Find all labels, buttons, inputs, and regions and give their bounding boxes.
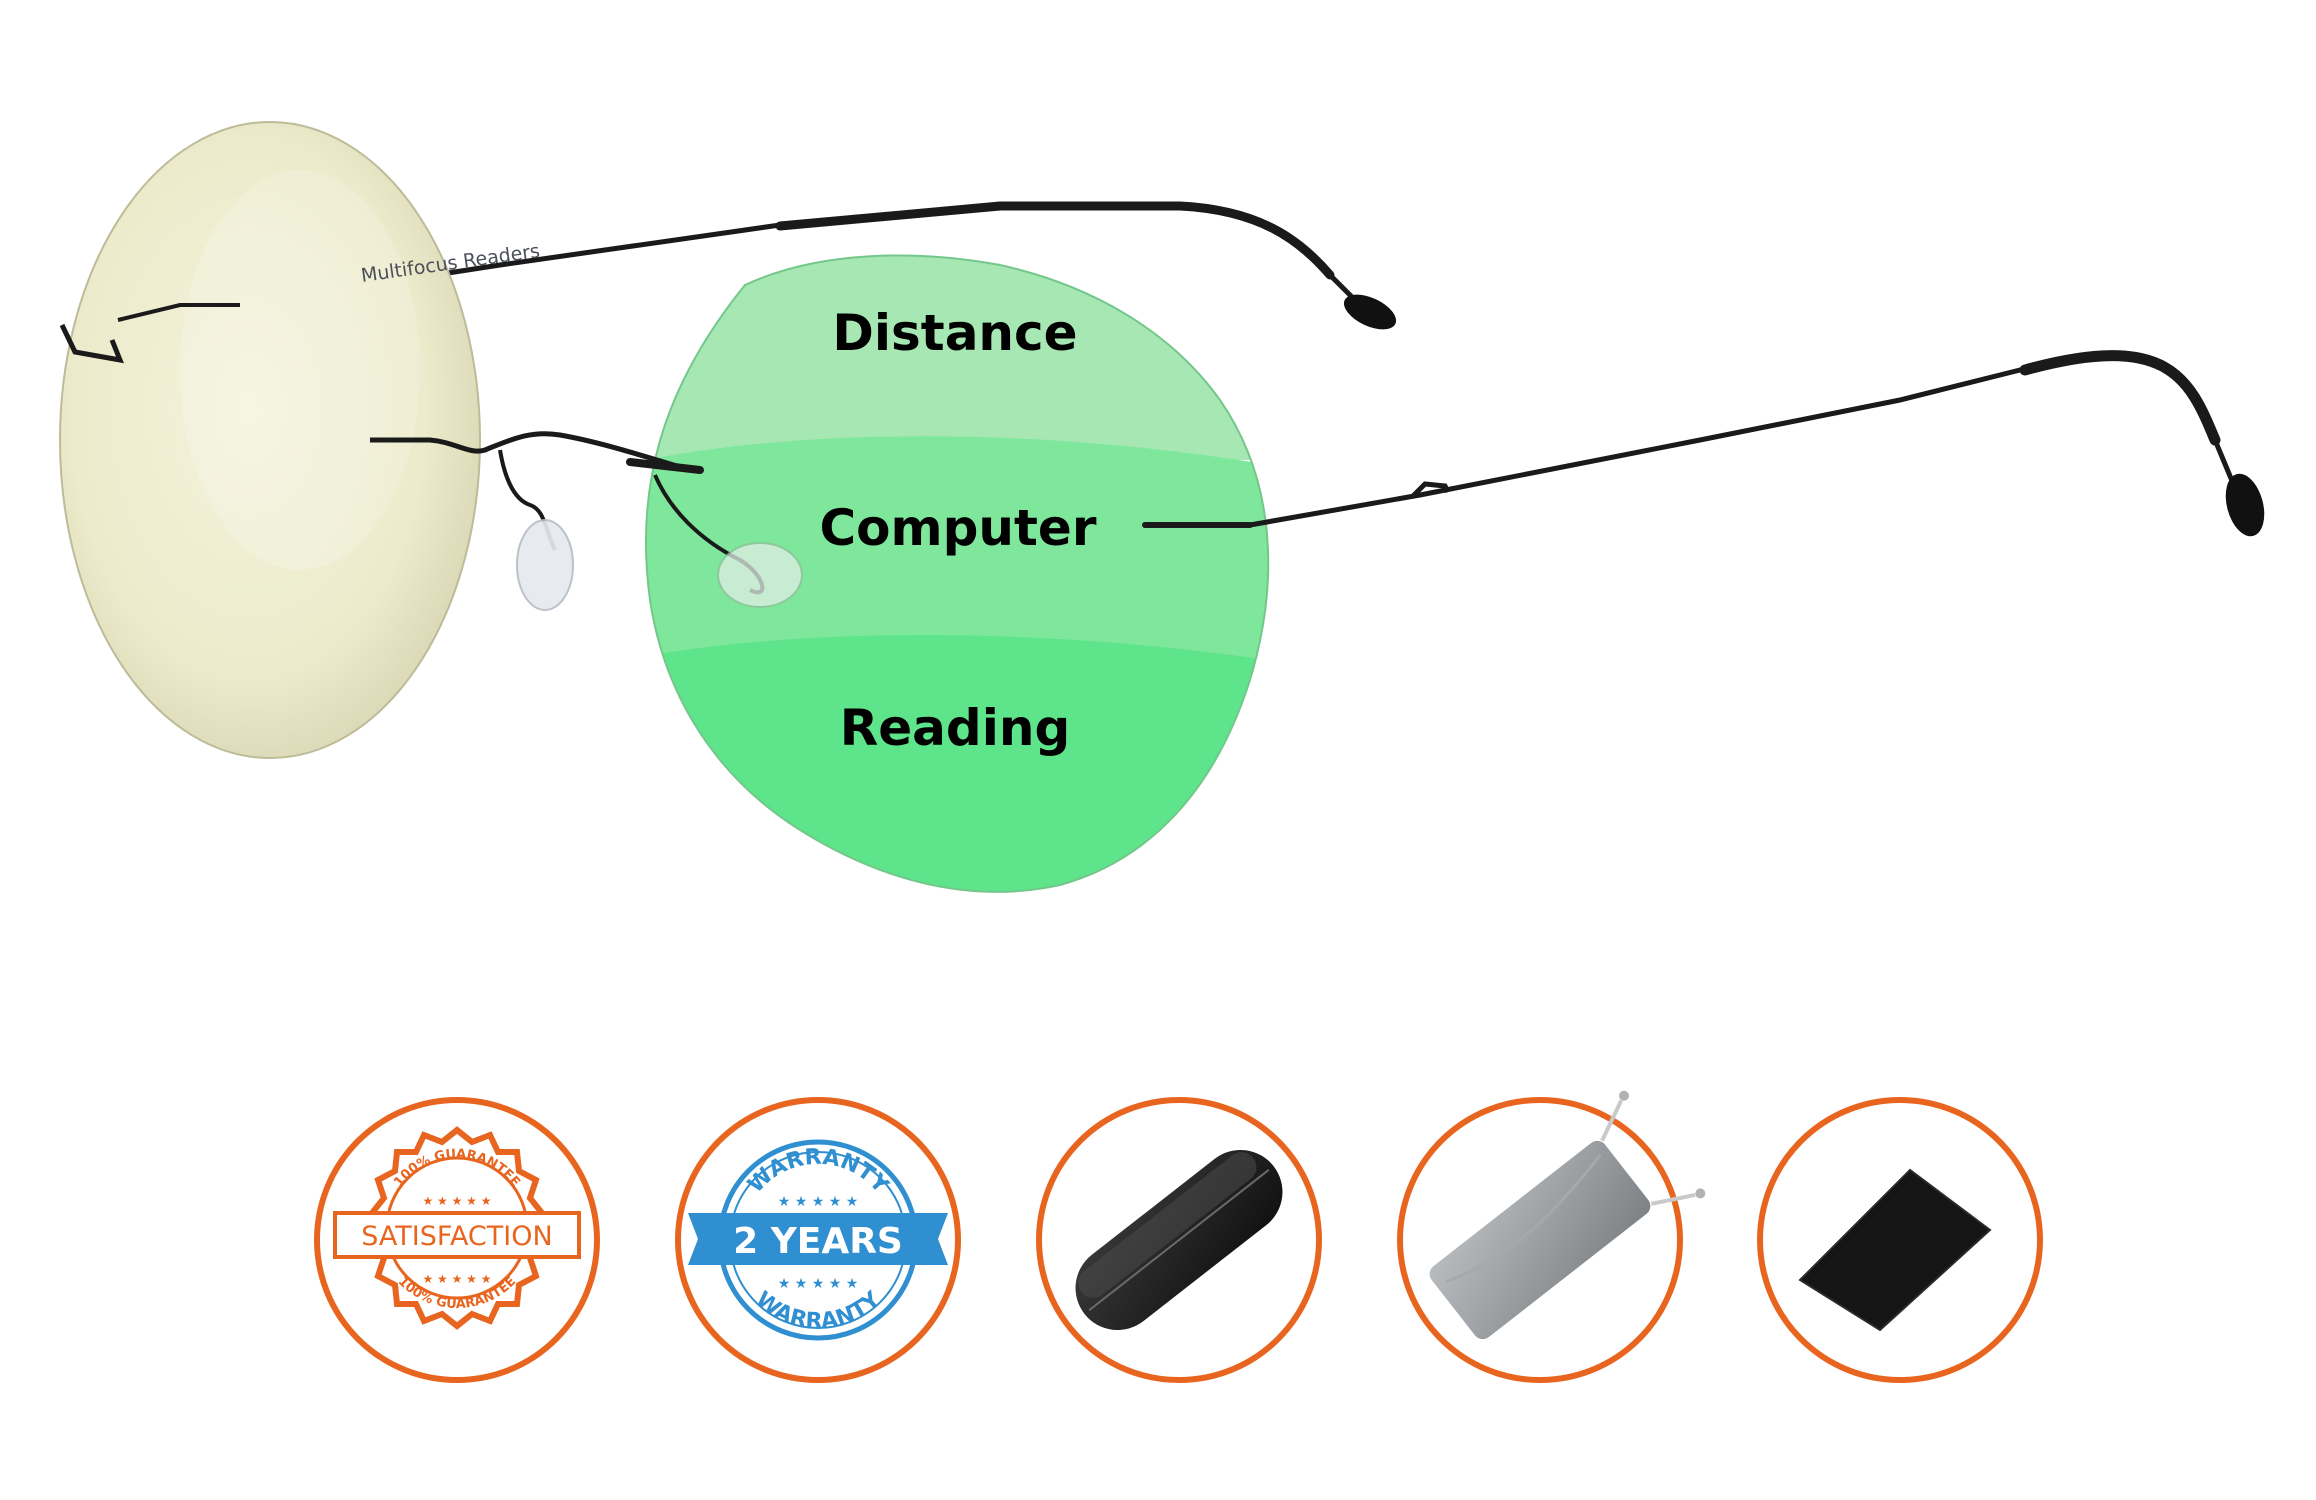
right-lens-edge bbox=[644, 254, 1270, 893]
seal-banner bbox=[333, 1211, 581, 1259]
satisfaction-badge: 100% GUARANTEE 100% GUARANTEE ★ ★ ★ ★ ★ … bbox=[314, 1097, 600, 1383]
lens-label-reading: Reading bbox=[840, 699, 1070, 757]
warranty-badge: WARRANTY WARRANTY ★ ★ ★ ★ ★ 2 YEARS ★ ★ … bbox=[675, 1097, 961, 1383]
hard-case-badge bbox=[1036, 1097, 1322, 1383]
pouch-icon bbox=[1429, 1090, 1706, 1340]
bridge-end bbox=[626, 458, 704, 474]
far-temple-sleeve bbox=[775, 201, 1335, 280]
glasses: Multifocus Readers Distance Computer Rea… bbox=[59, 121, 2265, 893]
cleaning-cloth-icon bbox=[1798, 1168, 1992, 1332]
warranty-banner bbox=[688, 1213, 948, 1265]
left-lens-sheen bbox=[180, 170, 420, 570]
near-temple-sleeve bbox=[2019, 350, 2221, 446]
warranty-stars-bottom: ★ ★ ★ ★ ★ bbox=[778, 1276, 859, 1292]
left-end-piece bbox=[59, 323, 124, 364]
cleaning-cloth-badge bbox=[1757, 1097, 2043, 1383]
left-lens bbox=[59, 121, 481, 759]
seal-stars-top: ★ ★ ★ ★ ★ bbox=[422, 1194, 491, 1208]
right-nose-pad bbox=[717, 542, 803, 608]
left-nose-pad bbox=[516, 519, 574, 611]
near-temple-arm bbox=[1249, 353, 2243, 528]
lens-zone-reading bbox=[645, 635, 1269, 892]
near-temple-tip bbox=[2225, 473, 2265, 537]
warranty-banner-text: 2 YEARS bbox=[733, 1221, 903, 1262]
left-hinge bbox=[117, 303, 240, 322]
pouch-badge bbox=[1397, 1090, 1706, 1383]
lens-label-computer: Computer bbox=[819, 499, 1096, 557]
bridge bbox=[370, 431, 691, 473]
badge-row: 100% GUARANTEE 100% GUARANTEE ★ ★ ★ ★ ★ … bbox=[314, 1090, 2043, 1383]
near-temple-hinge-bump bbox=[1410, 481, 1451, 499]
warranty-stars-top: ★ ★ ★ ★ ★ bbox=[778, 1194, 859, 1210]
hard-case-icon bbox=[1075, 1149, 1283, 1331]
seal-stars-bottom: ★ ★ ★ ★ ★ bbox=[422, 1272, 491, 1286]
far-temple-tip bbox=[1343, 294, 1397, 330]
lens-label-distance: Distance bbox=[832, 304, 1077, 362]
seal-banner-text: SATISFACTION bbox=[361, 1221, 552, 1252]
